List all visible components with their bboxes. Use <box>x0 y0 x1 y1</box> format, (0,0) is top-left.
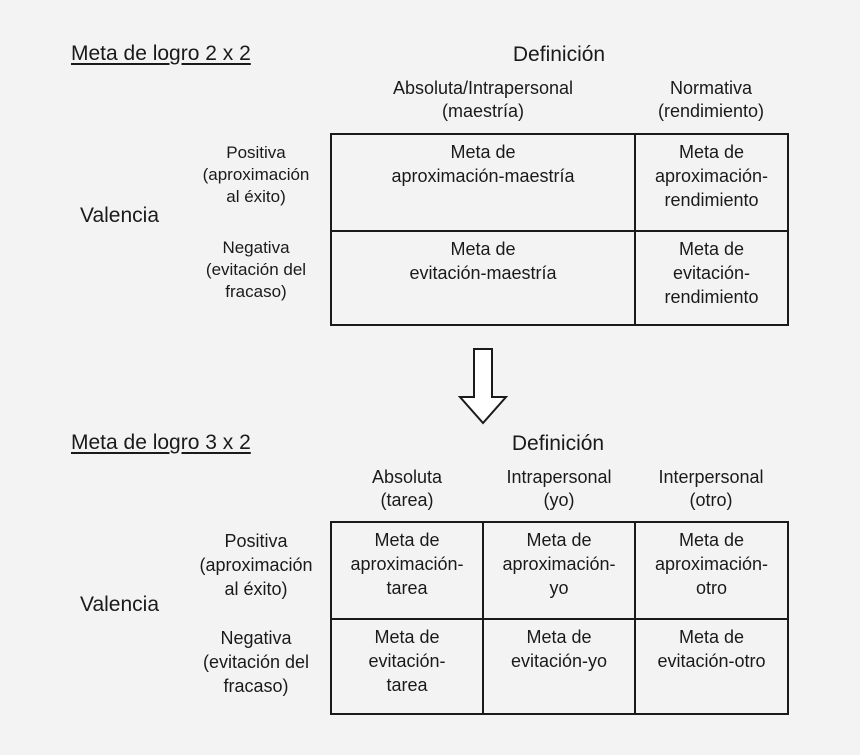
bottom-title: Meta de logro 3 x 2 <box>71 431 251 454</box>
bottom-col-header-intrapersonal: Intrapersonal (yo) <box>506 467 612 510</box>
top-title: Meta de logro 2 x 2 <box>71 42 251 65</box>
top-cell-avoidance-mastery: Meta de evitación-maestría <box>332 232 636 324</box>
bottom-cell-avoidance-self: Meta de evitación-yo <box>484 620 636 713</box>
top-definition-label: Definición <box>512 43 606 66</box>
bottom-row-header-negative: Negativa (evitación del fracaso) <box>202 628 310 696</box>
top-row-header-negative: Negativa (evitación del fracaso) <box>205 238 307 301</box>
bottom-cell-avoidance-other: Meta de evitación-otro <box>657 627 766 671</box>
bottom-col-header-absolute: Absoluta (tarea) <box>371 467 443 510</box>
bottom-cell-approach-other: Meta de aproximación- otro <box>636 523 787 620</box>
bottom-cell-approach-task: Meta de aproximación- tarea <box>332 523 484 620</box>
top-goal-matrix: Meta de aproximación-maestría Meta de ap… <box>330 133 789 326</box>
top-col-header-normative: Normativa (rendimiento) <box>657 78 765 121</box>
top-cell-approach-performance: Meta de aproximación- rendimiento <box>636 135 787 232</box>
top-cell-approach-mastery: Meta de aproximación-maestría <box>332 135 636 232</box>
bottom-cell-approach-self: Meta de aproximación- yo <box>484 523 636 620</box>
bottom-col-header-interpersonal: Interpersonal (otro) <box>658 467 764 510</box>
bottom-valence-label: Valencia <box>80 593 159 616</box>
bottom-goal-matrix: Meta de aproximación- tarea Meta de apro… <box>330 521 789 715</box>
bottom-definition-label: Definición <box>511 432 605 455</box>
top-col-header-absolute: Absoluta/Intrapersonal (maestría) <box>392 78 574 121</box>
top-cell-avoidance-performance: Meta de evitación- rendimiento <box>664 239 759 307</box>
top-valence-label: Valencia <box>80 204 159 227</box>
bottom-row-header-positive: Positiva (aproximación al éxito) <box>199 531 313 599</box>
down-arrow-icon <box>457 348 509 425</box>
bottom-cell-avoidance-task: Meta de evitación- tarea <box>332 620 484 713</box>
top-row-header-positive: Positiva (aproximación al éxito) <box>202 143 310 206</box>
